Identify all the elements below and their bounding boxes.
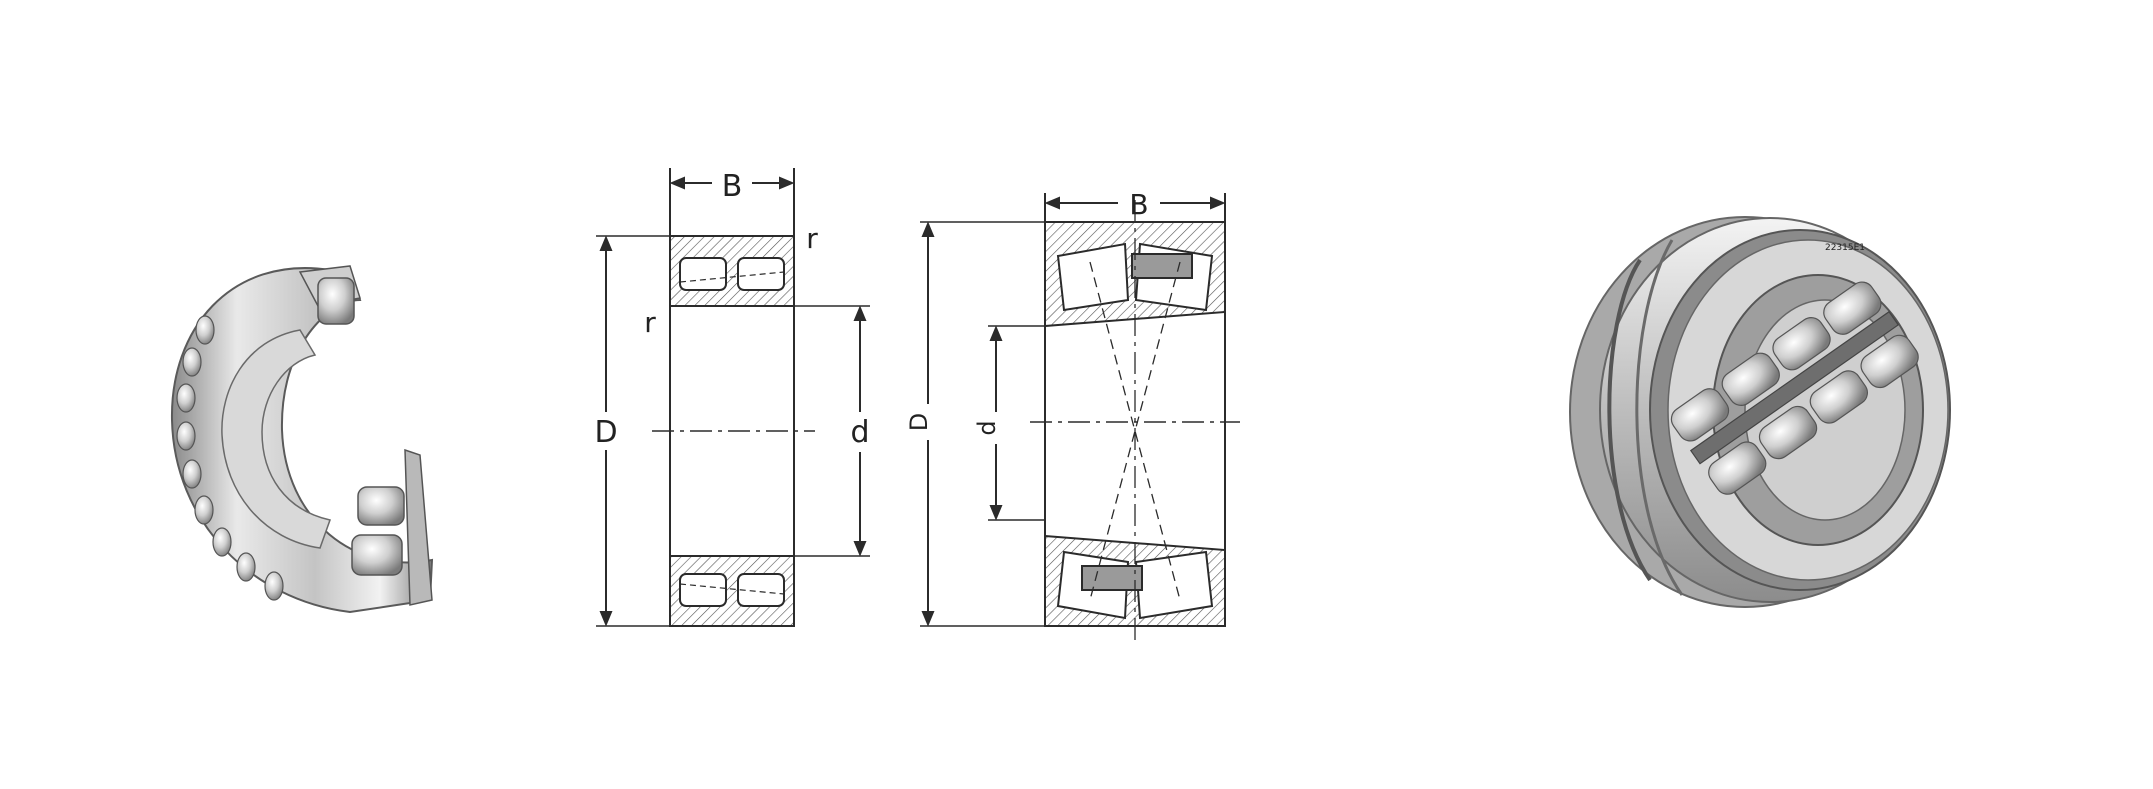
- arrowhead: [921, 221, 935, 237]
- roller-section: [1134, 550, 1214, 620]
- label-d-bore: d: [850, 415, 869, 450]
- section-drawing-tapered-bore: [920, 193, 1240, 640]
- contact-line: [1089, 261, 1181, 601]
- cage-section: [1081, 565, 1143, 591]
- spherical-roller-bearing-icon: 22315E1: [1569, 216, 1951, 608]
- arrowhead: [1210, 196, 1226, 210]
- roller-axis: [679, 271, 785, 283]
- roller-section: [737, 573, 785, 607]
- bearing-marking: 22315E1: [1825, 243, 1865, 253]
- label-r-top: r: [806, 222, 818, 255]
- arrowhead: [921, 611, 935, 627]
- arrowhead: [853, 541, 867, 557]
- arrowhead: [989, 325, 1003, 341]
- section-drawing-cylindrical-bore: [596, 168, 870, 627]
- arrowhead: [599, 611, 613, 627]
- spherical-roller-bearing-cutaway-icon: [170, 265, 434, 614]
- roller-axis: [679, 583, 785, 595]
- arrowhead: [1044, 196, 1060, 210]
- label-d-outer: D: [905, 413, 933, 431]
- label-r-side: r: [644, 306, 656, 339]
- arrowhead: [669, 176, 685, 190]
- contact-line: [1089, 261, 1181, 601]
- roller-section: [679, 573, 727, 607]
- arrowhead: [599, 235, 613, 251]
- label-d-bore: d: [973, 420, 1001, 435]
- label-b: B: [1129, 188, 1148, 221]
- arrowhead: [853, 305, 867, 321]
- label-b: B: [722, 169, 743, 204]
- label-d-outer: D: [594, 415, 617, 450]
- roller-section: [1056, 242, 1130, 312]
- arrowhead: [989, 505, 1003, 521]
- roller-section: [679, 257, 727, 291]
- arrowhead: [779, 176, 795, 190]
- cage-section: [1131, 253, 1193, 279]
